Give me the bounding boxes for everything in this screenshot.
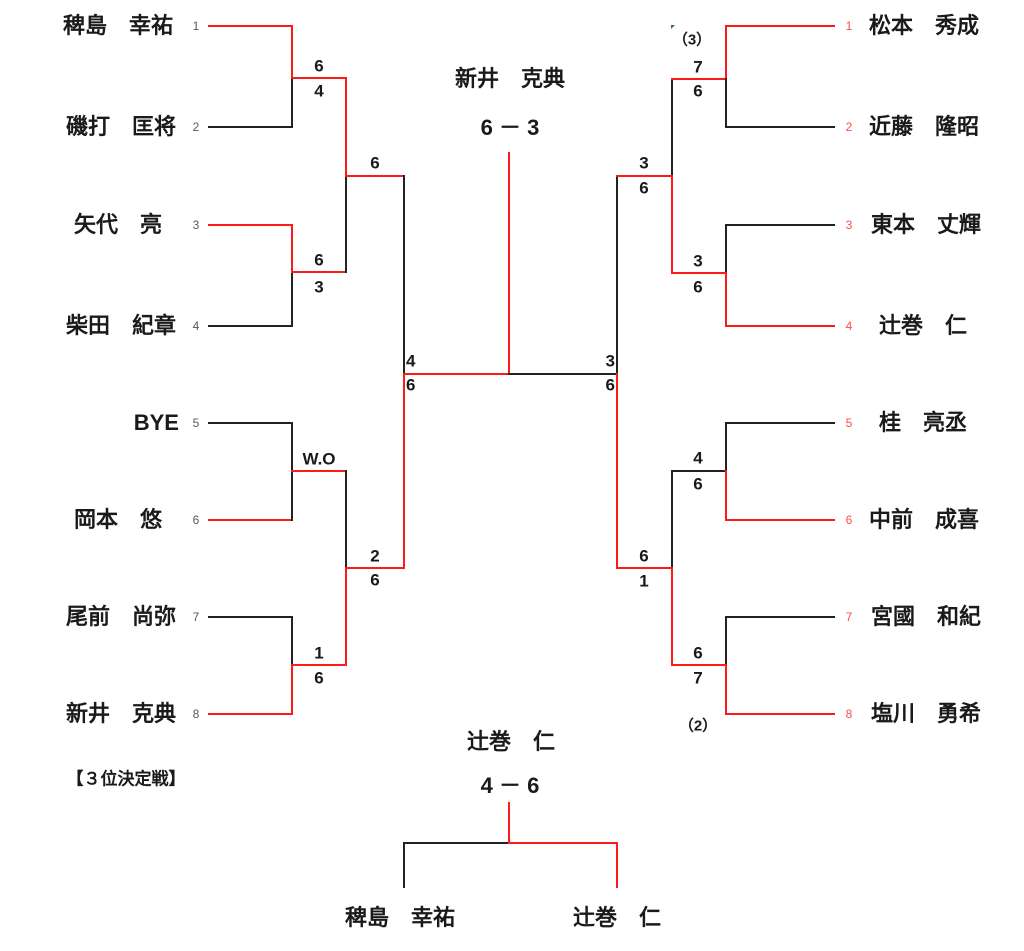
right-player-name: 中前 成喜 — [868, 507, 980, 532]
left-semi-score-bottom: 6 — [406, 375, 416, 395]
comment-indicator-icon — [671, 25, 675, 29]
third-place-label: 【３位決定戦】 — [66, 769, 186, 789]
left-r1-m3-score-top: W.O — [302, 449, 336, 469]
left-player-seed: 6 — [192, 513, 200, 527]
left-player-name: 尾前 尚弥 — [65, 604, 177, 629]
left-r2-m2-score-bottom: 6 — [370, 570, 380, 590]
right-r1-m2-score-bottom: 6 — [693, 277, 703, 297]
right-player-seed: 2 — [845, 120, 853, 134]
left-r2-m1-score-top: 6 — [370, 153, 380, 173]
right-player-name: 宮國 和紀 — [870, 604, 982, 629]
right-player-seed: 6 — [845, 513, 853, 527]
right-r2-m2-score-top: 6 — [639, 546, 649, 566]
third-place-winner-name: 辻巻 仁 — [466, 729, 556, 754]
left-player-name: BYE — [133, 410, 179, 435]
right-player-name: 近藤 隆昭 — [868, 114, 980, 139]
left-player-seed: 3 — [192, 218, 200, 232]
left-player-name: 新井 克典 — [65, 701, 177, 726]
third-place-player-right: 辻巻 仁 — [572, 905, 662, 930]
right-r1-m1-score-bottom: 6 — [693, 81, 703, 101]
right-r1-m1-score-top: 7 — [693, 57, 703, 77]
left-r1-m2-score-top: 6 — [314, 250, 324, 270]
third-place-player-left: 稗島 幸祐 — [344, 905, 456, 930]
left-player-name: 矢代 亮 — [73, 212, 163, 237]
final-score: 6 － 3 — [480, 115, 540, 140]
left-r1-m4-score-bottom: 6 — [314, 668, 324, 688]
left-player-seed: 2 — [192, 120, 200, 134]
right-seed-note-bottom: （2） — [678, 717, 718, 735]
right-player-seed: 4 — [845, 319, 853, 333]
left-semi-score-top: 4 — [406, 351, 416, 371]
right-player-name: 東本 丈輝 — [870, 212, 982, 237]
right-r1-m4-score-bottom: 7 — [693, 668, 703, 688]
right-player-seed: 5 — [845, 416, 853, 430]
right-player-seed: 7 — [845, 610, 853, 624]
left-r1-m1-score-top: 6 — [314, 56, 324, 76]
right-r1-m3-score-top: 4 — [693, 448, 703, 468]
left-r2-m2-score-top: 2 — [370, 546, 380, 566]
left-player-name: 柴田 紀章 — [65, 313, 177, 338]
left-player-seed: 7 — [192, 610, 200, 624]
final-winner-name: 新井 克典 — [454, 66, 566, 91]
right-r2-m1-score-bottom: 6 — [639, 178, 649, 198]
right-player-name: 桂 亮丞 — [878, 410, 968, 435]
right-r1-m2-score-top: 3 — [693, 251, 703, 271]
right-seed-note-top: （3） — [672, 31, 712, 49]
left-player-seed: 1 — [192, 19, 200, 33]
right-player-seed: 8 — [845, 707, 853, 721]
third-place-score: 4 － 6 — [480, 773, 540, 798]
left-r1-m2-score-bottom: 3 — [314, 277, 324, 297]
right-player-name: 松本 秀成 — [868, 13, 980, 38]
right-r2-m2-score-bottom: 1 — [639, 571, 649, 591]
left-player-name: 稗島 幸祐 — [62, 13, 174, 38]
left-player-seed: 5 — [192, 416, 200, 430]
right-player-seed: 1 — [845, 19, 853, 33]
right-r2-m1-score-top: 3 — [639, 153, 649, 173]
right-player-seed: 3 — [845, 218, 853, 232]
left-player-name: 磯打 匡将 — [65, 114, 177, 139]
right-r1-m3-score-bottom: 6 — [693, 474, 703, 494]
right-r1-m4-score-top: 6 — [693, 643, 703, 663]
right-player-name: 辻巻 仁 — [878, 313, 968, 338]
left-player-seed: 4 — [192, 319, 200, 333]
right-semi-score-top: 3 — [605, 351, 615, 371]
right-player-name: 塩川 勇希 — [870, 701, 982, 726]
right-semi-score-bottom: 6 — [605, 375, 615, 395]
left-r1-m4-score-top: 1 — [314, 643, 324, 663]
left-player-seed: 8 — [192, 707, 200, 721]
left-r1-m1-score-bottom: 4 — [314, 81, 324, 101]
left-player-name: 岡本 悠 — [73, 507, 163, 532]
